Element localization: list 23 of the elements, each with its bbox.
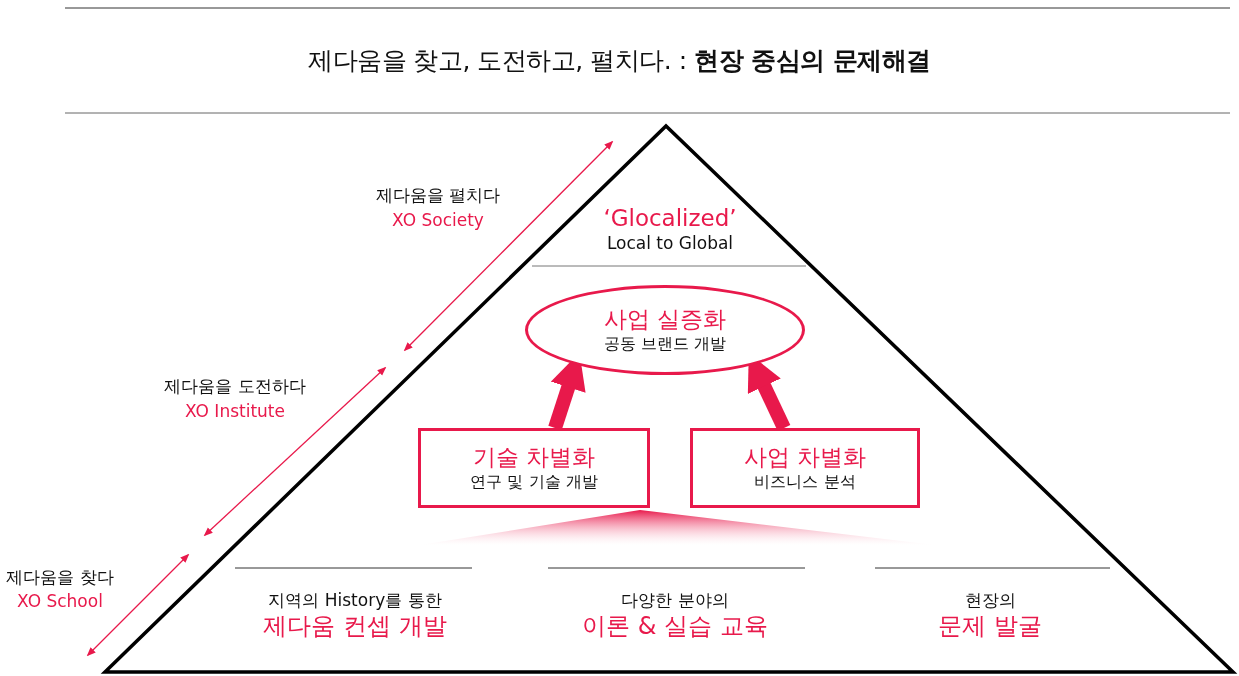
node-heading: 기술 차별화 (472, 443, 596, 472)
node-heading: 사업 차별화 (743, 443, 867, 472)
node-subtitle: 다양한 분야의 (621, 588, 729, 612)
stage-caption: 제다움을 도전하다 (164, 375, 306, 398)
node-subtitle: 현장의 (964, 588, 1016, 612)
stage-caption: 제다움을 펼치다 (375, 184, 501, 207)
node-subtitle: 비즈니스 분석 (754, 471, 856, 493)
node-heading: 제다움 컨셉 개발 (263, 611, 447, 642)
stage-caption: 제다움을 찾다 (6, 566, 114, 589)
stage-name: XO Institute (185, 401, 285, 421)
node-subtitle: 공동 브랜드 개발 (603, 333, 727, 355)
node-heading: 이론 & 실습 교육 (582, 611, 768, 642)
node-subtitle: 지역의 History를 통한 (268, 588, 442, 612)
node-subtitle: 연구 및 기술 개발 (470, 471, 598, 493)
stage-name: XO Society (392, 210, 484, 230)
node-subtitle: Local to Global (606, 232, 734, 255)
process-box (418, 428, 650, 508)
process-box (690, 428, 920, 508)
diagram-title: 제다움을 찾고, 도전하고, 펼치다. : 현장 중심의 문제해결 (307, 45, 932, 77)
node-heading: 문제 발굴 (938, 611, 1042, 642)
stage-name: XO School (17, 591, 103, 611)
node-heading: ‘Glocalized’ (603, 203, 737, 233)
node-heading: 사업 실증화 (603, 305, 727, 334)
